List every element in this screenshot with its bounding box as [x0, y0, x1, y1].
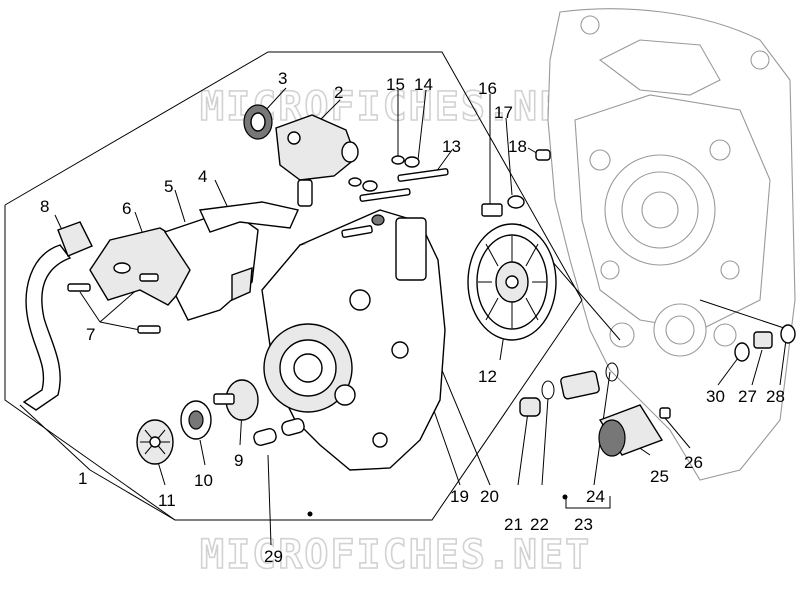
part-9-shaft[interactable] [213, 379, 259, 421]
part-10-seal[interactable] [180, 400, 212, 440]
part-22-oring[interactable] [541, 380, 555, 400]
callout-24: 24 [586, 487, 605, 506]
part-13-bolts[interactable] [359, 168, 449, 202]
part-24-oring[interactable] [605, 362, 619, 382]
part-2-pump-body[interactable] [275, 114, 359, 207]
part-14-washer[interactable] [362, 156, 420, 192]
part-16-bolt[interactable] [481, 203, 503, 217]
part-28-ring[interactable] [780, 324, 796, 344]
callout-20: 20 [480, 487, 499, 506]
part-19-bolt[interactable] [341, 225, 373, 238]
callout-29: 29 [264, 547, 283, 566]
callout-9: 9 [234, 451, 243, 470]
part-4-shroud[interactable] [198, 201, 299, 233]
callout-1: 1 [78, 469, 87, 488]
part-3-seal[interactable] [243, 104, 273, 140]
watermark-bottom: MICROFICHES.NET [200, 532, 591, 578]
callout-28: 28 [766, 387, 785, 406]
part-27-valve[interactable] [753, 331, 773, 349]
part-21-plug[interactable] [519, 397, 541, 417]
part-17-washer[interactable] [507, 195, 525, 209]
callout-2: 2 [334, 83, 343, 102]
part-18-plug[interactable] [535, 149, 551, 161]
callout-11: 11 [158, 491, 176, 510]
part-11-impeller[interactable] [136, 419, 174, 465]
callout-23: 23 [574, 515, 593, 534]
part-23-filter-assembly[interactable] [560, 370, 600, 400]
part-25-filter[interactable] [598, 404, 664, 457]
part-15-washer[interactable] [348, 155, 405, 187]
part-1-crankcase-cover[interactable] [261, 209, 446, 471]
callout-17: 17 [494, 103, 513, 122]
callout-26: 26 [684, 453, 703, 472]
part-29-gasket[interactable] [253, 417, 306, 446]
callout-7: 7 [86, 325, 95, 344]
part-7-screws[interactable] [67, 273, 161, 334]
callout-labels: 1 2 3 4 5 6 7 8 9 10 11 12 13 14 15 16 1… [40, 69, 785, 566]
engine-crankcase [547, 8, 796, 481]
callout-4: 4 [198, 167, 207, 186]
callout-8: 8 [40, 197, 49, 216]
callout-16: 16 [478, 79, 497, 98]
callout-27: 27 [738, 387, 757, 406]
bullet-marker [562, 494, 568, 500]
bullet-marker [307, 511, 313, 517]
callout-22: 22 [530, 515, 549, 534]
callout-13: 13 [442, 137, 461, 156]
callout-25: 25 [650, 467, 669, 486]
part-30-washer[interactable] [734, 342, 750, 362]
callout-30: 30 [706, 387, 725, 406]
part-8-hose[interactable] [22, 221, 93, 411]
callout-21: 21 [504, 515, 523, 534]
callout-12: 12 [478, 367, 497, 386]
part-20-bolt[interactable] [371, 214, 385, 226]
bracket-23 [565, 496, 611, 509]
callout-15: 15 [386, 75, 405, 94]
part-12-fan[interactable] [467, 223, 557, 341]
part-26-nut[interactable] [659, 407, 671, 419]
callout-6: 6 [122, 199, 131, 218]
callout-19: 19 [450, 487, 469, 506]
callout-18: 18 [508, 137, 527, 156]
callout-10: 10 [194, 471, 213, 490]
callout-14: 14 [414, 75, 433, 94]
assembly-outline [4, 51, 583, 521]
callout-5: 5 [164, 177, 173, 196]
part-6-cover[interactable] [89, 227, 197, 306]
callout-3: 3 [278, 69, 287, 88]
